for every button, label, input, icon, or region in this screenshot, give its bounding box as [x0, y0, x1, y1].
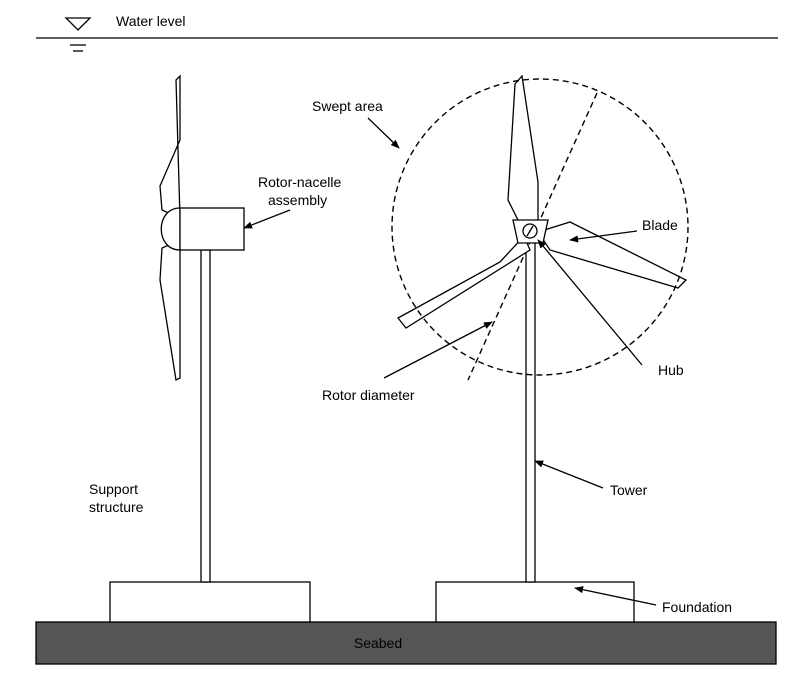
annotation-labels: Swept area Rotor-nacelle assembly Blade …	[89, 98, 732, 615]
right-tower	[525, 241, 536, 583]
seabed-label: Seabed	[354, 635, 402, 651]
rotor-diameter-arrow	[383, 321, 493, 379]
hub-arrow	[537, 239, 643, 366]
rotor-nacelle-label-line1: Rotor-nacelle	[258, 174, 341, 190]
swept-area-circle	[391, 78, 689, 376]
rotor-diameter-label: Rotor diameter	[322, 387, 415, 403]
hub-shaft-mark	[526, 225, 534, 237]
right-turbine	[391, 74, 689, 623]
annotation-arrows	[243, 117, 657, 606]
left-upper-blade	[159, 74, 181, 220]
right-foundation	[435, 581, 635, 623]
tower-arrow	[534, 460, 604, 489]
right-upper-blade	[507, 74, 539, 231]
foundation-label: Foundation	[662, 599, 732, 615]
left-tower	[200, 249, 211, 583]
left-nacelle	[179, 207, 245, 251]
water-level-label: Water level	[116, 13, 186, 29]
foundation-arrow	[574, 586, 657, 606]
blade-label: Blade	[642, 217, 678, 233]
seabed: Seabed	[35, 621, 777, 665]
left-foundation	[109, 581, 311, 623]
support-structure-label-line1: Support	[89, 481, 138, 497]
right-lower-left-blade	[397, 234, 531, 329]
water-level: Water level	[36, 13, 778, 52]
seabed-rect	[35, 621, 777, 665]
rotor-nacelle-arrow	[243, 209, 291, 229]
tower-label: Tower	[610, 482, 648, 498]
water-level-triangle-icon	[64, 17, 92, 31]
rotor-nacelle-label-line2: assembly	[268, 192, 327, 208]
swept-area-label: Swept area	[312, 98, 383, 114]
left-lower-blade	[159, 238, 181, 381]
hub-label: Hub	[658, 362, 684, 378]
left-turbine	[109, 74, 311, 623]
blade-arrow	[569, 230, 638, 243]
support-structure-label-line2: structure	[89, 499, 144, 515]
left-hub	[160, 207, 181, 251]
rotor-diameter-line	[467, 92, 598, 381]
swept-area-arrow	[367, 117, 400, 149]
